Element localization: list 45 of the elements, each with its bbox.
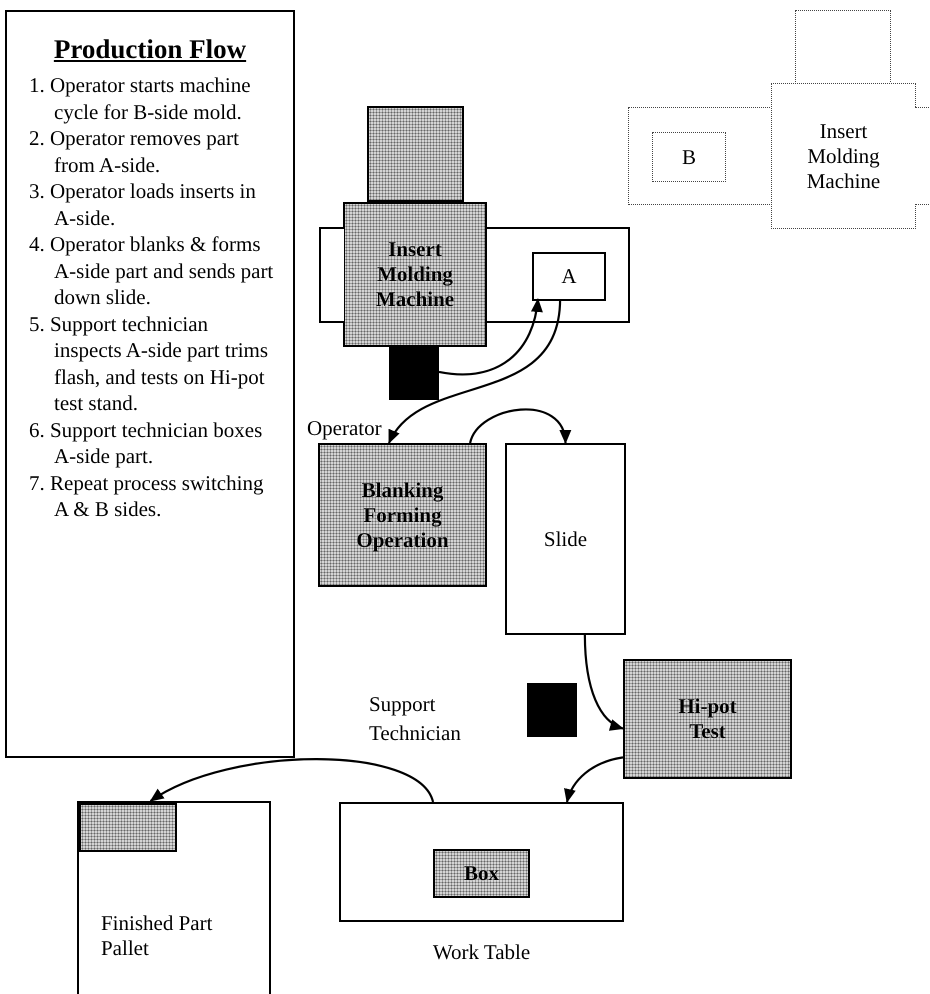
step-text: 4. Operator blanks & forms A-side part and sends part down slide. — [29, 231, 274, 310]
slide-label: Slide — [544, 526, 588, 552]
flow-arrow — [150, 758, 434, 802]
side-label: B — [682, 144, 696, 170]
technician-marker — [527, 683, 577, 737]
test-stand — [623, 659, 792, 779]
operator-marker — [389, 346, 439, 400]
panel-heading: Production Flow — [52, 33, 248, 66]
step-text: 5. Support technician inspects A-side part trims flash, and tests on Hi-pot test stand. — [29, 310, 270, 416]
machine-bed-end — [319, 227, 344, 323]
step-text: 2. Operator removes part from A-side. — [29, 125, 240, 178]
step-text: 7. Repeat process switching A & B sides. — [29, 470, 264, 522]
pallet-label: Finished Part Pallet — [101, 911, 214, 961]
mold-side — [532, 252, 606, 301]
station-label: Hi-pot Test — [677, 694, 738, 744]
flow-arrow — [438, 298, 542, 376]
machine-label: Insert Molding Machine — [806, 118, 882, 194]
side-label: A — [561, 264, 577, 289]
machine-bed — [486, 227, 630, 323]
flow-arrow — [584, 634, 624, 730]
machine-label: Insert Molding Machine — [374, 237, 456, 312]
flow-arrow — [388, 298, 562, 444]
flow-arrow — [469, 408, 570, 444]
role-label: Support Technician — [369, 691, 462, 747]
machine-bed — [628, 107, 772, 205]
step-text: 3. Operator loads inserts in A-side. — [29, 178, 257, 231]
mold-side — [652, 132, 726, 182]
slide — [505, 443, 626, 635]
molding-machine — [771, 83, 916, 229]
machine-hopper — [795, 10, 891, 84]
molding-machine — [343, 202, 487, 347]
blanking-station — [318, 443, 487, 587]
step-text: 1. Operator starts machine cycle for B-side mold. — [29, 72, 252, 125]
step-text: 6. Support technician boxes A-side part. — [29, 416, 264, 470]
station-label: Blanking Forming Operation — [355, 478, 450, 552]
part-box — [433, 849, 530, 898]
pallet — [77, 801, 271, 994]
flow-arrow — [564, 756, 624, 803]
table-label: Work Table — [432, 940, 532, 965]
role-label: Operator — [307, 416, 383, 441]
steps-panel — [5, 10, 295, 758]
finished-part — [79, 803, 177, 852]
box-label: Box — [464, 861, 499, 886]
machine-hopper — [367, 106, 464, 202]
machine-bed-end — [915, 107, 930, 205]
